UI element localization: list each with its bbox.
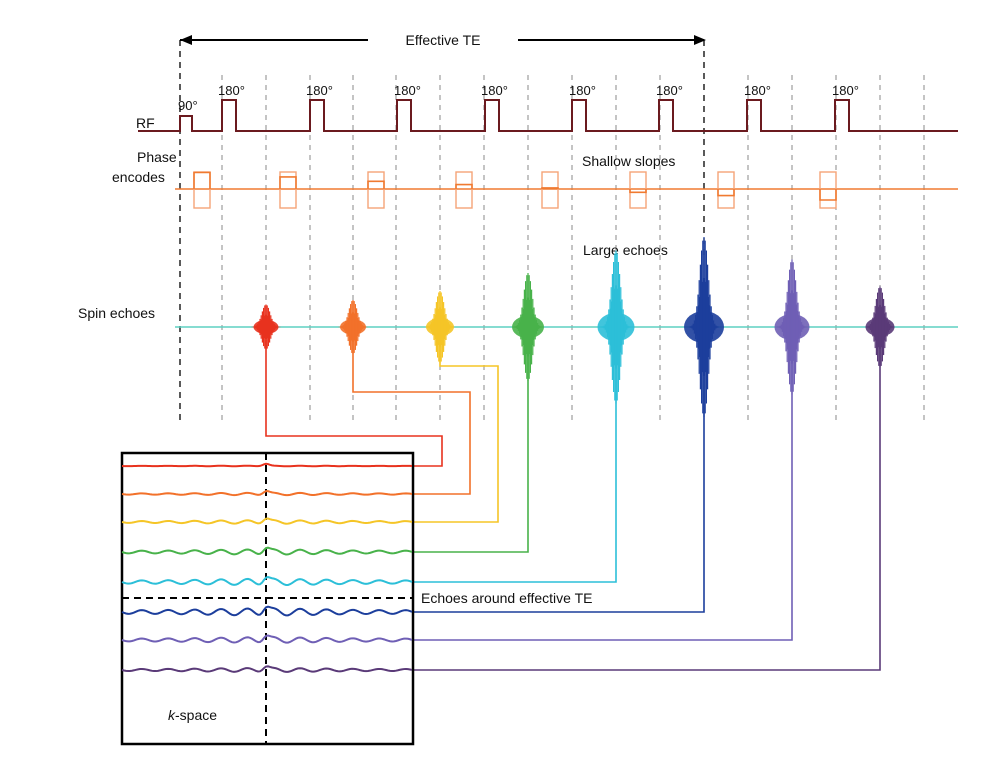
pulse-label-180: 180° (832, 83, 859, 98)
echo-connector (413, 340, 617, 583)
rf-label: RF (136, 115, 155, 131)
spin-echo-1 (251, 304, 281, 350)
k-space-label: k-space (168, 707, 217, 723)
spin-echo-signals (251, 237, 896, 417)
echo-connector (352, 340, 471, 495)
echo-connector (413, 340, 881, 671)
spin-echo-8 (864, 286, 896, 368)
echo-connector (413, 340, 529, 553)
spin-echo-7 (774, 259, 810, 395)
spin-echo-4 (512, 273, 544, 381)
echo-connectors (265, 340, 881, 671)
pulse-label-180: 180° (306, 83, 333, 98)
phase-encode-blip (455, 171, 473, 209)
k-space-line (121, 665, 413, 673)
shallow-slopes-label: Shallow slopes (582, 153, 675, 169)
phase-encode-blip (279, 171, 297, 209)
pulse-label-180: 180° (744, 83, 771, 98)
pulse-label-180: 180° (218, 83, 245, 98)
phase-encode-gradient (455, 183, 473, 189)
k-space-line (121, 576, 413, 587)
pulse-label-180: 180° (656, 83, 683, 98)
echo-connector (413, 340, 705, 613)
phase-encode-gradient (193, 171, 211, 189)
pulse-label-180: 180° (481, 83, 508, 98)
pulse-label-90: 90° (178, 98, 198, 113)
phase-encode-blip (367, 171, 385, 209)
phase-encode-gradient (819, 189, 837, 201)
pulse-label-180: 180° (394, 83, 421, 98)
spin-echo-3 (425, 291, 455, 363)
k-space-line (121, 490, 413, 497)
timing-guides (221, 75, 925, 420)
spin-echoes-label: Spin echoes (78, 305, 155, 321)
spin-echo-5 (597, 250, 635, 404)
large-echoes-label: Large echoes (583, 242, 668, 258)
phase-label-line2: encodes (112, 169, 165, 185)
pulse-label-180: 180° (569, 83, 596, 98)
k-space-line (121, 517, 413, 525)
k-space-panel: k-space (120, 451, 415, 746)
phase-encodes-row: Phase encodes Shallow slopes (112, 149, 958, 209)
spin-echo-2 (338, 300, 368, 354)
phase-encode-gradient (629, 189, 647, 194)
phase-label-line1: Phase (137, 149, 177, 165)
phase-encode-gradient (541, 187, 559, 189)
phase-encode-gradient (279, 176, 297, 189)
effective-te-label: Effective TE (406, 32, 481, 48)
rf-row: RF (136, 99, 958, 132)
k-space-line (121, 462, 413, 468)
phase-encode-blip (819, 171, 837, 209)
k-space-line (121, 634, 413, 644)
phase-encode-blip (717, 171, 735, 209)
phase-encode-blip (541, 171, 559, 209)
k-space-line (121, 605, 413, 617)
rf-waveform (138, 99, 958, 132)
phase-encode-blip (629, 171, 647, 209)
spin-echo-6 (684, 237, 724, 417)
echo-connector (265, 340, 443, 467)
k-space-lines (121, 462, 413, 673)
phase-encode-gradient (717, 189, 735, 197)
k-space-line (121, 546, 413, 556)
phase-encode-gradient (367, 180, 385, 189)
effective-te-arrow: Effective TE (179, 32, 706, 420)
pulse-labels: 90° 180° 180° 180° 180° 180° 180° 180° 180° (178, 83, 859, 113)
echoes-around-label: Echoes around effective TE (421, 590, 592, 606)
phase-encode-blip (193, 171, 211, 209)
echo-connector (413, 340, 793, 641)
spin-echoes-row: Spin echoes Large echoes (78, 242, 958, 328)
